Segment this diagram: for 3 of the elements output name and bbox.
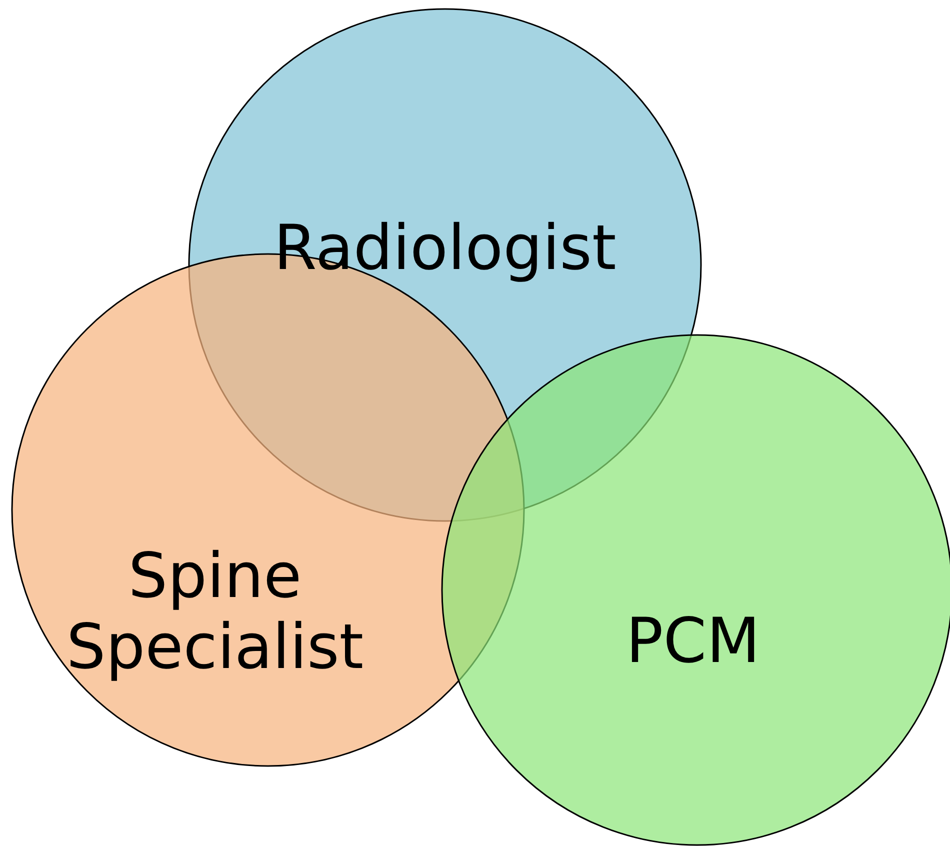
circle-label: Radiologist — [272, 212, 618, 284]
circle-label: PCM — [624, 605, 762, 676]
circle-label: Spine Specialist — [65, 540, 365, 683]
